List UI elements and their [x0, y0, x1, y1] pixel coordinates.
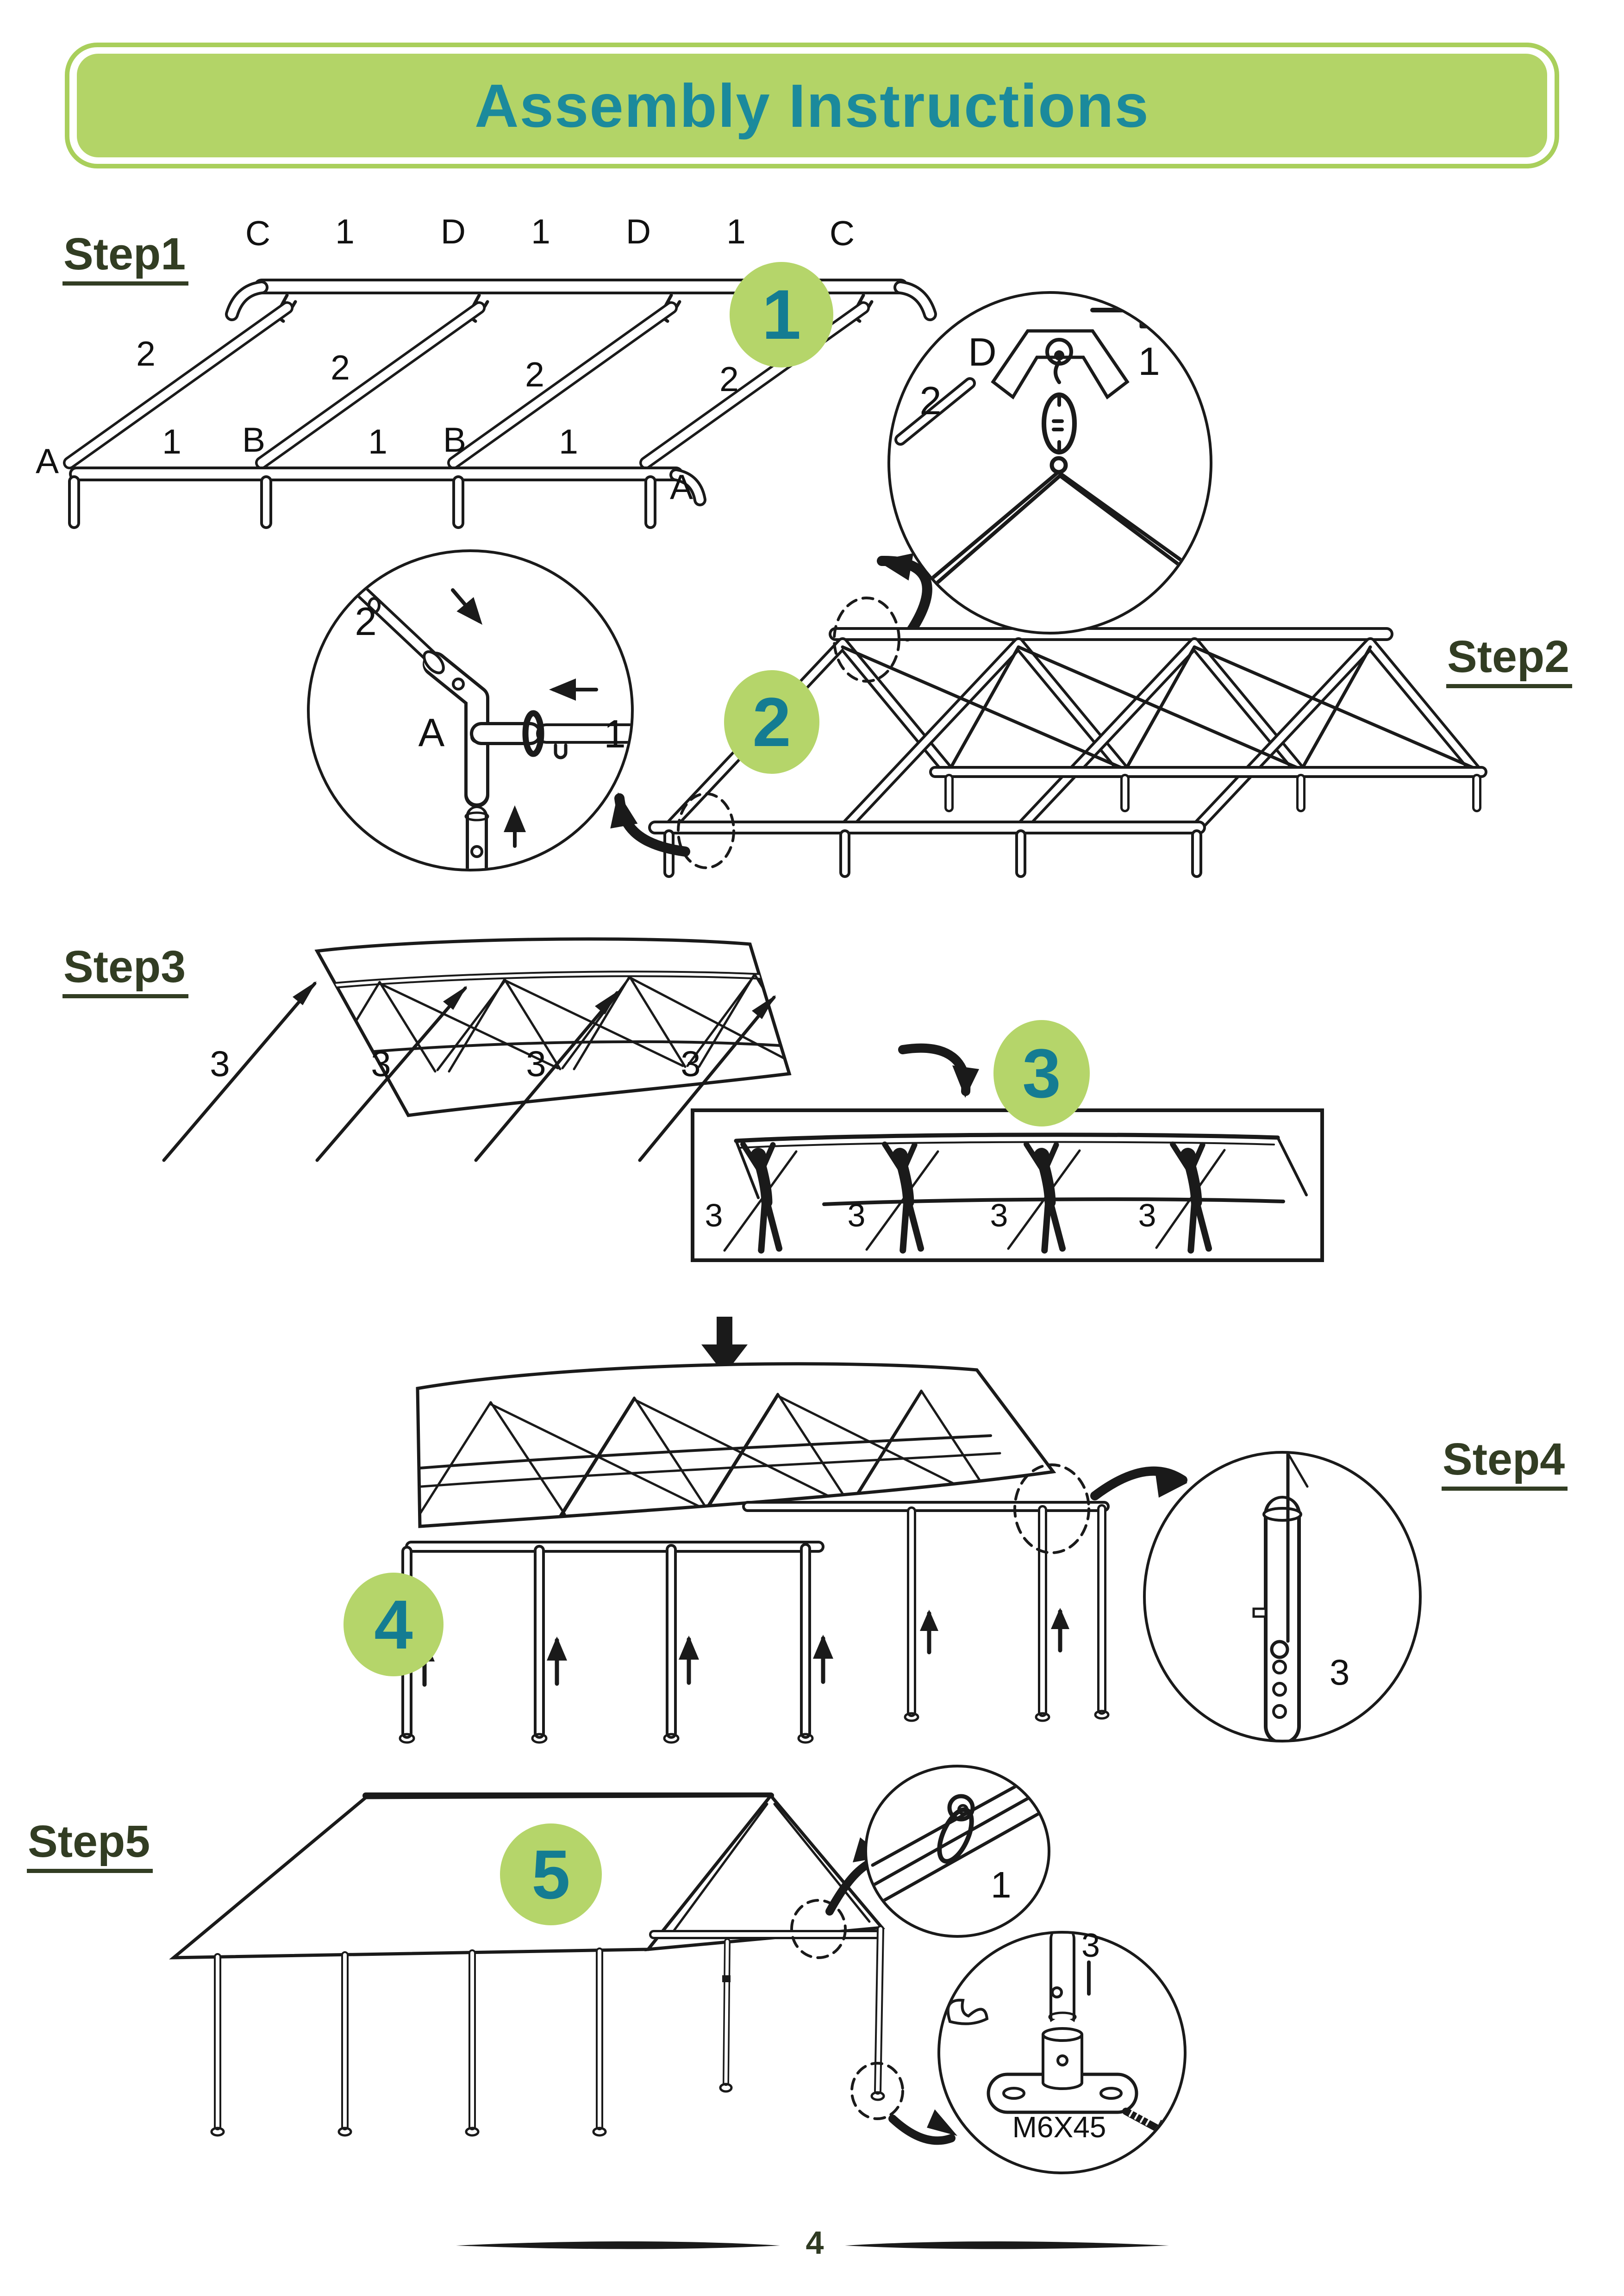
canopy-cover: [314, 937, 792, 1117]
step1-label: Step1: [62, 230, 189, 286]
step3-diagram: 3 3 3 3: [162, 937, 1324, 1262]
down-arrow-icon: [701, 1317, 748, 1375]
leg-up-arrows: [414, 1608, 1069, 1687]
part-label: A: [36, 442, 59, 480]
part-label: A: [418, 711, 445, 755]
step1-part-labels: C 1 D 1 D 1 C 2 2 2 2 A 1 B 1 B 1 A: [36, 212, 855, 506]
foot-callout-circle: [850, 2062, 904, 2120]
step5-badge: 5: [500, 1823, 602, 1925]
page-title: Assembly Instructions: [475, 71, 1149, 140]
step2-trusses: [663, 637, 1483, 834]
part-label: B: [443, 420, 466, 459]
part-label: 3: [681, 1043, 700, 1084]
part-label: 1: [531, 212, 550, 251]
strap-detail: 1: [864, 1765, 1050, 1938]
canopy-truss-lines: [418, 1389, 1001, 1520]
part-label: 1: [726, 212, 746, 251]
step4-badge: 4: [344, 1573, 443, 1676]
canopy-cover: [416, 1362, 1056, 1528]
part-label: 2: [919, 379, 941, 423]
part-label: 1: [368, 422, 387, 461]
part-label: 3: [1330, 1652, 1349, 1692]
step3-poles: [162, 981, 776, 1162]
curved-arrow-icon: [888, 2109, 957, 2145]
a-connector-detail: 2 A 1: [307, 549, 634, 871]
part-label: 3: [526, 1043, 546, 1084]
lifting-people: [740, 1141, 1213, 1251]
step4-label: Step4: [1442, 1436, 1568, 1491]
lifting-inset: 3 3 3 3: [691, 1108, 1324, 1262]
curved-arrow-icon: [610, 792, 690, 857]
eave-callout-circle: [790, 1899, 847, 1959]
footer-rules: [456, 2241, 1169, 2249]
leg-pin-detail: 3: [1143, 1451, 1422, 1742]
part-label: 3: [371, 1043, 391, 1084]
part-label: 3: [990, 1197, 1008, 1233]
curved-arrow-icon: [877, 553, 932, 641]
peak-callout-circle: [833, 597, 900, 683]
part-label: 3: [1081, 1927, 1100, 1964]
part-label: 2: [331, 348, 350, 387]
part-label: D: [626, 212, 651, 251]
part-label: D: [968, 330, 996, 374]
step2-label: Step2: [1446, 633, 1573, 688]
part-label: 3: [705, 1197, 723, 1233]
corner-callout-circle: [677, 792, 735, 869]
part-label: 1: [1138, 340, 1160, 384]
part-label: 1: [604, 712, 625, 756]
leg-callout-circle: [1013, 1463, 1090, 1554]
part-label: D: [441, 212, 466, 251]
canopy-frame-lines: [317, 971, 789, 1075]
step3-label: Step3: [62, 943, 189, 998]
footer-rule-right: [845, 2241, 1169, 2249]
footer-rule-left: [456, 2241, 780, 2249]
part-label: C: [245, 214, 270, 253]
d-connector-detail: D 1 2: [887, 291, 1212, 635]
part-label: M6X45: [1012, 2110, 1106, 2144]
part-label: 3: [210, 1043, 230, 1084]
step1-badge: 1: [730, 262, 833, 367]
foot-plate-detail: 3 M6X45: [937, 1927, 1187, 2174]
step4-diagram: 3: [399, 1317, 1422, 1744]
part-label: 2: [136, 334, 156, 373]
part-label: 1: [991, 1864, 1012, 1905]
part-label: 1: [559, 422, 578, 461]
part-label: 3: [848, 1197, 866, 1233]
part-label: C: [830, 214, 855, 253]
pole-labels: 3 3 3 3: [210, 1043, 700, 1084]
wing-nut-icon: [946, 1998, 989, 2025]
part-label: 2: [719, 360, 739, 398]
part-label: A: [670, 467, 693, 506]
step2-cables: [841, 645, 1476, 771]
page-number: 4: [806, 2225, 824, 2261]
part-label: B: [242, 420, 265, 459]
step2-badge: 2: [724, 670, 819, 774]
step1-frame-diagram: C 1 D 1 D 1 C 2 2 2 2 A 1 B 1 B 1 A: [36, 212, 937, 529]
part-label: 3: [1138, 1197, 1156, 1233]
header-banner: Assembly Instructions: [65, 43, 1559, 168]
part-label: 1: [162, 422, 181, 461]
part-label: 2: [355, 600, 376, 644]
inset-labels: 3 3 3 3: [705, 1197, 1156, 1233]
curved-arrow-icon: [1090, 1466, 1187, 1500]
curved-arrow-icon: [898, 1043, 979, 1098]
header-banner-inner: Assembly Instructions: [77, 54, 1547, 157]
step5-label: Step5: [27, 1818, 153, 1873]
step2-truss-diagram: [610, 553, 1487, 878]
step3-badge: 3: [993, 1020, 1090, 1126]
step5-diagram: 1: [169, 1765, 1187, 2174]
part-label: 2: [525, 355, 544, 394]
detail-labels: 2 A 1: [355, 600, 625, 756]
step1-bottom-rail: [68, 467, 706, 529]
detail-labels: D 1 2: [919, 330, 1160, 423]
part-label: 1: [335, 212, 355, 251]
